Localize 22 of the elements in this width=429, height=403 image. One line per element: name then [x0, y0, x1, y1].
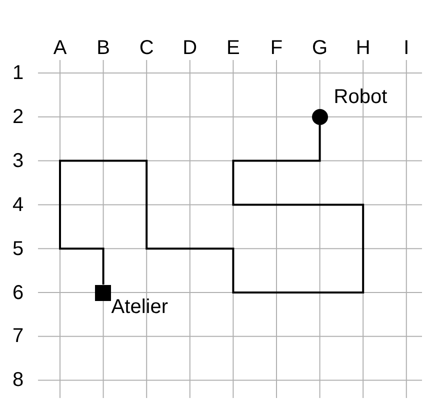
column-label: F	[270, 38, 283, 58]
row-label: 4	[12, 194, 24, 215]
node-caption: Robot	[334, 86, 388, 107]
row-label: 1	[12, 63, 24, 83]
column-label: A	[53, 38, 67, 58]
column-label: G	[312, 38, 328, 58]
row-label: 2	[12, 106, 24, 127]
column-label: I	[404, 38, 410, 58]
row-label: 5	[12, 238, 24, 259]
column-label: H	[356, 38, 370, 58]
row-label: 3	[12, 150, 24, 171]
column-label: D	[182, 38, 198, 58]
row-label: 8	[12, 370, 24, 390]
column-label: C	[139, 38, 154, 58]
row-label: 7	[12, 326, 24, 346]
circle-marker	[312, 108, 328, 125]
column-label: E	[226, 38, 240, 58]
column-label: B	[96, 38, 110, 58]
node-caption: Atelier	[111, 296, 168, 316]
square-marker	[95, 284, 112, 300]
row-label: 6	[12, 282, 24, 302]
path-line	[59, 124, 364, 294]
